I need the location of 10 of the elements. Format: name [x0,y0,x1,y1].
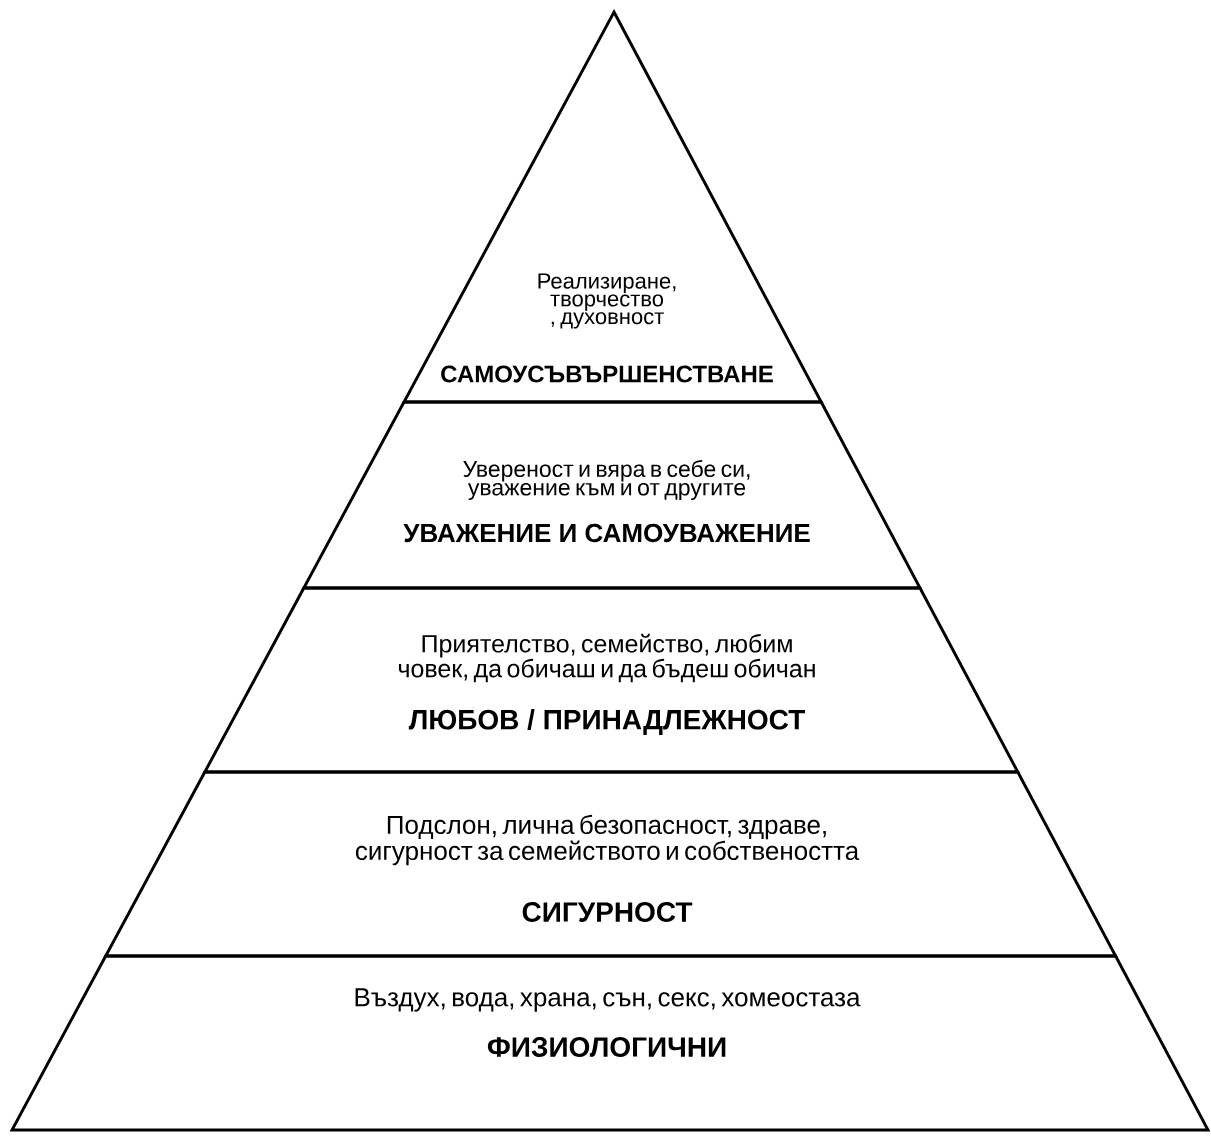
level-description: Увереност и вяра в себе си, уважение към и от другите [463,459,750,501]
level-description: Приятелство, семейство, любим човек, да обичаш и да бъдеш обичан [398,633,815,683]
level-heading: УВАЖЕНИЕ И САМОУВАЖЕНИЕ [403,523,810,543]
level-description: Подслон, лична безопасност, здраве, сигурност за семейството и собствеността [355,814,860,866]
level-heading: ЛЮБОВ / ПРИНАДЛЕЖНОСТ [408,709,806,735]
level-heading: ФИЗИОЛОГИЧНИ [487,1037,726,1057]
level-heading: СИГУРНОСТ [522,902,693,922]
level-description: Въздух, вода, храна, сън, секс, хомеостаза [355,988,861,1012]
level-description: Реализиране, творчество , духовност [538,273,676,329]
level-heading: САМОУСЪВЪРШЕНСТВАНЕ [441,365,773,383]
